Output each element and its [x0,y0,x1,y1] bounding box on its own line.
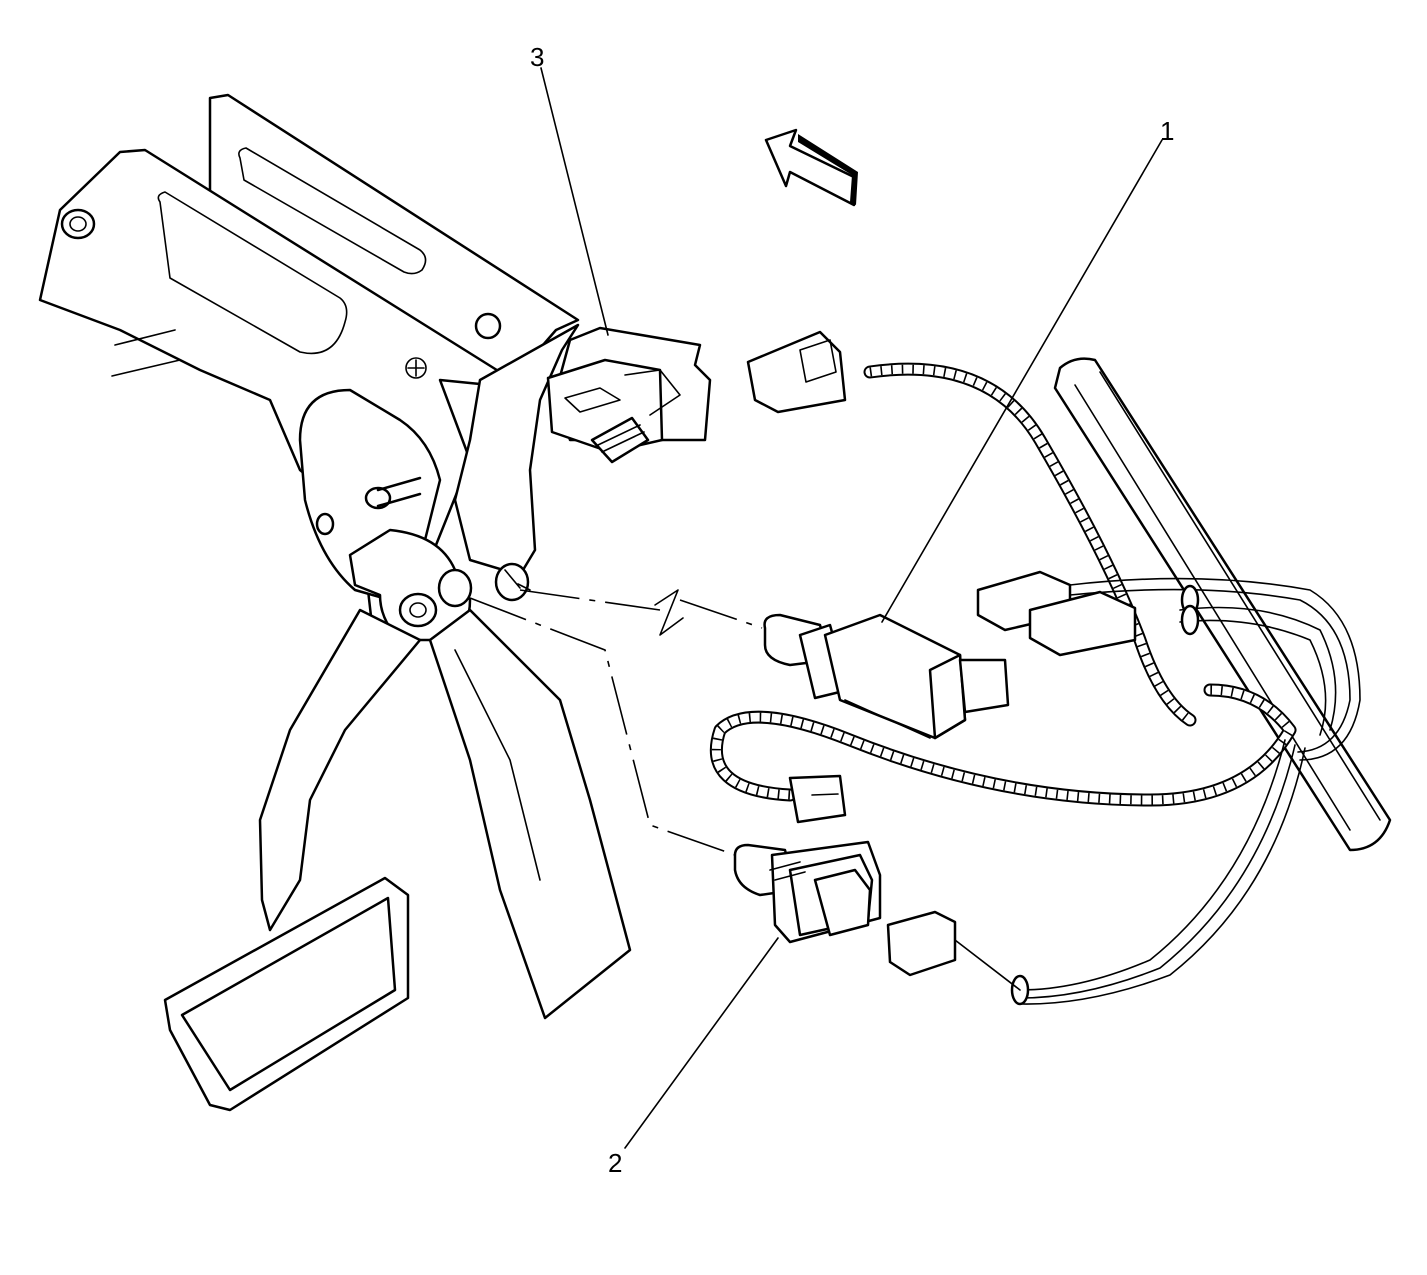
alignment-lines [469,569,763,856]
callout-3: 3 [530,42,544,72]
leader-line-1 [881,139,1163,623]
callout-1: 1 [1160,116,1174,146]
pedal-bracket-assembly [38,93,632,1112]
callout-2: 2 [608,1148,622,1178]
switch-3 [546,326,712,464]
forward-arrow [764,128,858,207]
switch-1 [763,613,1010,740]
leader-line-3 [540,67,609,336]
leader-line-2 [624,937,779,1149]
switch-2 [733,840,882,944]
wiring-harness [709,330,1392,1006]
leader-lines [540,67,1163,1149]
